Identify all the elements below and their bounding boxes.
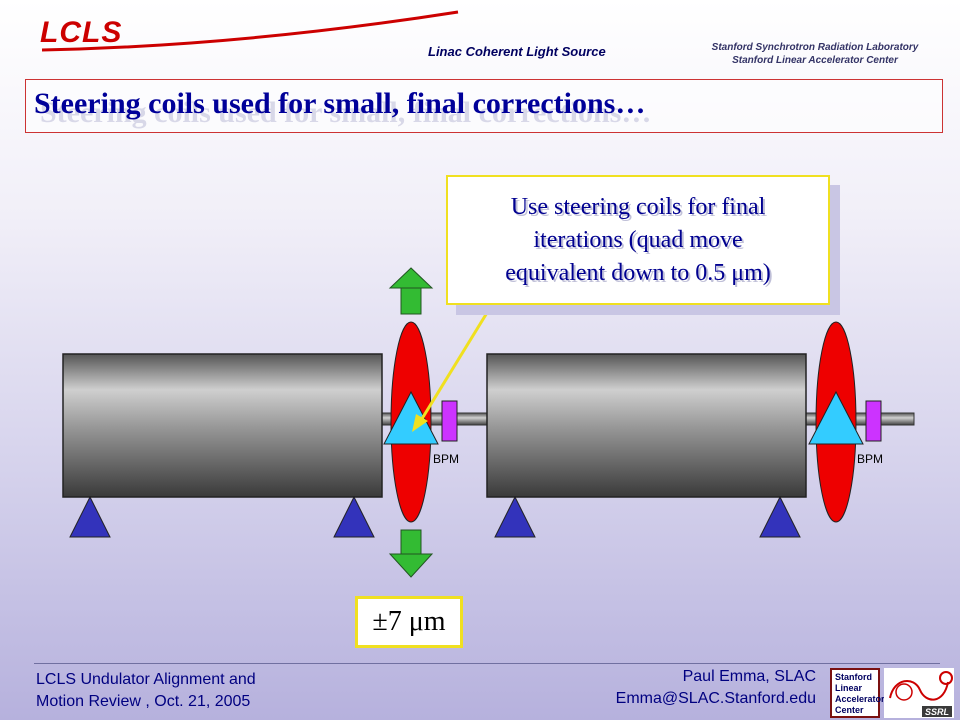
support-triangle [494,495,536,538]
callout-box: Use steering coils for final iterations … [446,175,830,305]
arrow-down-icon [388,529,434,578]
support-triangle [333,495,375,538]
range-label: ±7 μm [355,596,463,648]
author-email: Emma@SLAC.Stanford.edu [615,690,816,707]
support-triangle [69,495,111,538]
slide-title: Steering coils used for small, final cor… [34,87,646,120]
ssrl-logo-icon: SSRL [884,668,954,718]
logo-swoosh-icon [41,10,459,52]
callout-text: Use steering coils for final iterations … [505,191,771,290]
footer-left-line-1: LCLS Undulator Alignment and [36,671,256,688]
title-shadow: Steering coils used for small, final cor… [40,96,652,129]
slac-logo-line: Center [835,705,864,715]
footer-left-line-2: Motion Review , Oct. 21, 2005 [36,693,251,710]
slac-logo-line: Accelerator [835,694,885,704]
bpm-label-2: BPM [857,452,884,466]
bpm-1 [441,400,458,442]
callout-pointer [412,302,495,432]
header-subtitle: Linac Coherent Light Source [428,44,606,59]
footer-right: Paul Emma, SLAC Emma@SLAC.Stanford.edu [580,666,816,710]
lab-name-1: Stanford Synchrotron Radiation Laborator… [711,42,919,53]
lab-names: Stanford Synchrotron Radiation Laborator… [690,41,940,67]
callout-line: equivalent down to 0.5 μm) [505,259,771,286]
quad-triangle-1 [383,390,439,445]
author-name: Paul Emma, SLAC [682,668,816,685]
undulator-segment-2 [486,353,807,498]
bpm-label-1: BPM [433,452,460,466]
callout-line: Use steering coils for final [510,193,766,220]
ssrl-logo-text: SSRL [925,707,949,717]
slac-logo-line: Linear [835,683,863,693]
footer-left: LCLS Undulator Alignment and Motion Revi… [36,669,256,713]
footer-divider [34,663,940,664]
support-triangle [759,495,801,538]
quad-triangle-2 [808,390,864,445]
slac-logo: Stanford Linear Accelerator Center [830,668,885,718]
title-box [25,79,943,133]
lab-name-2: Stanford Linear Accelerator Center [732,55,898,66]
callout-line: iterations (quad move [533,226,743,253]
lcls-logo: LCLS [40,16,123,49]
slac-logo-line: Stanford [835,672,872,682]
undulator-segment-1 [62,353,383,498]
arrow-up-icon [388,267,434,315]
bpm-2 [865,400,882,442]
